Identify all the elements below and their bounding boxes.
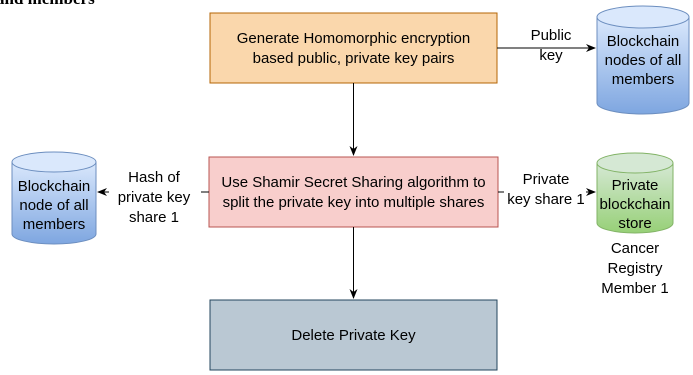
private-share-label-line2: key share 1 xyxy=(507,191,585,208)
public-key-label-line2: key xyxy=(539,47,563,64)
private-store-label-line2: blockchain xyxy=(600,196,671,213)
member-caption-line3: Member 1 xyxy=(601,280,669,297)
generate-keys-box: Generate Homomorphic encryption based pu… xyxy=(209,12,498,84)
public-key-label-line1: Public xyxy=(531,27,572,44)
private-store-label-line1: Private xyxy=(612,177,659,194)
shamir-split-box: Use Shamir Secret Sharing algorithm to s… xyxy=(208,156,499,228)
private-store-cylinder: Private blockchain store xyxy=(596,152,674,234)
member-caption-line2: Registry xyxy=(607,260,663,277)
private-store-label-line3: store xyxy=(618,215,651,232)
blockchain-node-label-line1: Blockchain xyxy=(18,178,91,195)
blockchain-nodes-label-line3: members xyxy=(612,71,675,88)
clipped-header-text: and members xyxy=(0,0,95,8)
hash-share-label-line1: Hash of xyxy=(128,169,181,186)
blockchain-nodes-label-line2: nodes of all xyxy=(605,52,682,69)
hash-share-label-line3: share 1 xyxy=(129,209,179,226)
blockchain-node-cylinder: Blockchain node of all members xyxy=(11,151,97,245)
shamir-split-label-line1: Use Shamir Secret Sharing algorithm to xyxy=(221,174,485,191)
blockchain-nodes-label-line1: Blockchain xyxy=(607,33,680,50)
hash-share-label-line2: private key xyxy=(118,189,191,206)
blockchain-node-label-line2: node of all xyxy=(19,197,88,214)
private-share-edge-label: Private key share 1 xyxy=(504,171,586,208)
hash-share-edge-label: Hash of private key share 1 xyxy=(109,168,201,230)
generate-keys-label-line1: Generate Homomorphic encryption xyxy=(237,30,470,47)
delete-key-box: Delete Private Key xyxy=(209,299,498,371)
blockchain-nodes-cylinder: Blockchain nodes of all members xyxy=(596,5,690,115)
shamir-split-label-line2: split the private key into multiple shar… xyxy=(223,194,485,211)
public-key-edge-label: Public key xyxy=(531,27,572,64)
private-share-label-line1: Private xyxy=(523,171,570,188)
delete-key-label: Delete Private Key xyxy=(291,327,416,344)
member-caption-line1: Cancer xyxy=(611,240,659,257)
member-caption: Cancer Registry Member 1 xyxy=(601,240,669,297)
generate-keys-label-line2: based public, private key pairs xyxy=(253,50,455,67)
blockchain-node-label-line3: members xyxy=(23,216,86,233)
